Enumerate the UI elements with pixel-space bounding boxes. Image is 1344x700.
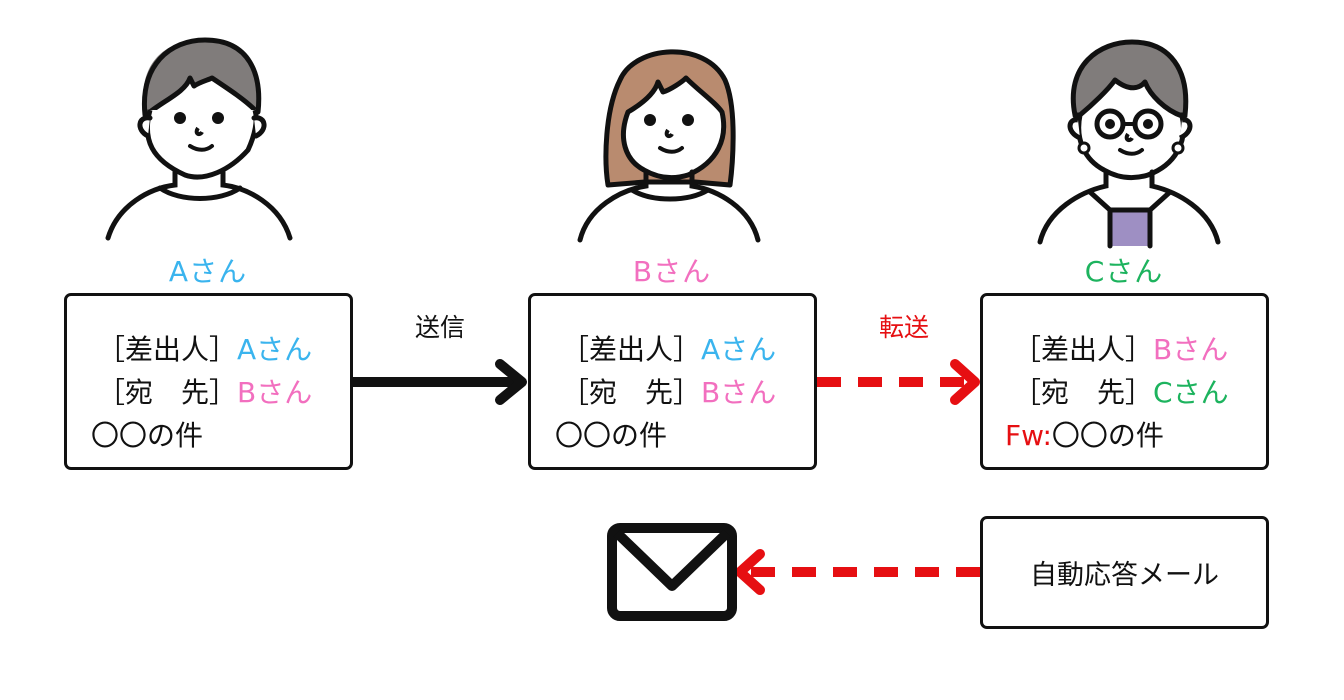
person-b-avatar (560, 20, 780, 250)
man-avatar-icon (105, 37, 293, 241)
from-label: ［差出人］ (1013, 333, 1154, 366)
from-value: Aさん (701, 333, 777, 366)
subject: 〇〇の件 (91, 419, 204, 452)
subject: 〇〇の件 (555, 419, 668, 452)
woman-avatar-icon (577, 49, 761, 243)
from-value: Aさん (237, 333, 313, 366)
person-c-name: Cさん (1084, 255, 1164, 288)
mail-box-b: ［差出人］Aさん ［宛 先］Bさん 〇〇の件 (528, 293, 817, 470)
from-row: ［差出人］Aさん (97, 328, 312, 368)
auto-reply-arrow (735, 549, 980, 595)
send-arrow (353, 359, 527, 405)
from-value: Bさん (1153, 333, 1229, 366)
to-value: Bさん (701, 376, 777, 409)
forward-arrow (817, 359, 980, 405)
to-row: ［宛 先］Bさん (561, 371, 776, 411)
subject: 〇〇の件 (1051, 419, 1164, 452)
auto-reply-box: 自動応答メール (980, 516, 1269, 629)
mail-box-a: ［差出人］Aさん ［宛 先］Bさん 〇〇の件 (64, 293, 353, 470)
subject-row: 〇〇の件 (91, 414, 203, 454)
from-row: ［差出人］Bさん (1013, 328, 1228, 368)
from-row: ［差出人］Aさん (561, 328, 776, 368)
send-label: 送信 (414, 313, 465, 342)
subject-row: Fw:〇〇の件 (1005, 414, 1164, 454)
to-label: ［宛 先］ (1013, 376, 1154, 409)
to-value: Cさん (1153, 376, 1229, 409)
envelope-icon (607, 523, 737, 621)
to-row: ［宛 先］Cさん (1013, 371, 1229, 411)
person-a-avatar (90, 20, 310, 250)
to-label: ［宛 先］ (561, 376, 702, 409)
from-label: ［差出人］ (97, 333, 238, 366)
subject-prefix: Fw: (1005, 419, 1052, 452)
mail-box-c: ［差出人］Bさん ［宛 先］Cさん Fw:〇〇の件 (980, 293, 1269, 470)
woman-glasses-avatar-icon (1037, 39, 1221, 249)
auto-reply-label: 自動応答メール (1030, 560, 1219, 591)
person-b-name: Bさん (632, 255, 712, 288)
person-a-name: Aさん (168, 255, 248, 288)
forward-label: 転送 (878, 313, 929, 342)
person-c-avatar (1020, 20, 1240, 250)
from-label: ［差出人］ (561, 333, 702, 366)
to-row: ［宛 先］Bさん (97, 371, 312, 411)
subject-row: 〇〇の件 (555, 414, 667, 454)
to-label: ［宛 先］ (97, 376, 238, 409)
to-value: Bさん (237, 376, 313, 409)
